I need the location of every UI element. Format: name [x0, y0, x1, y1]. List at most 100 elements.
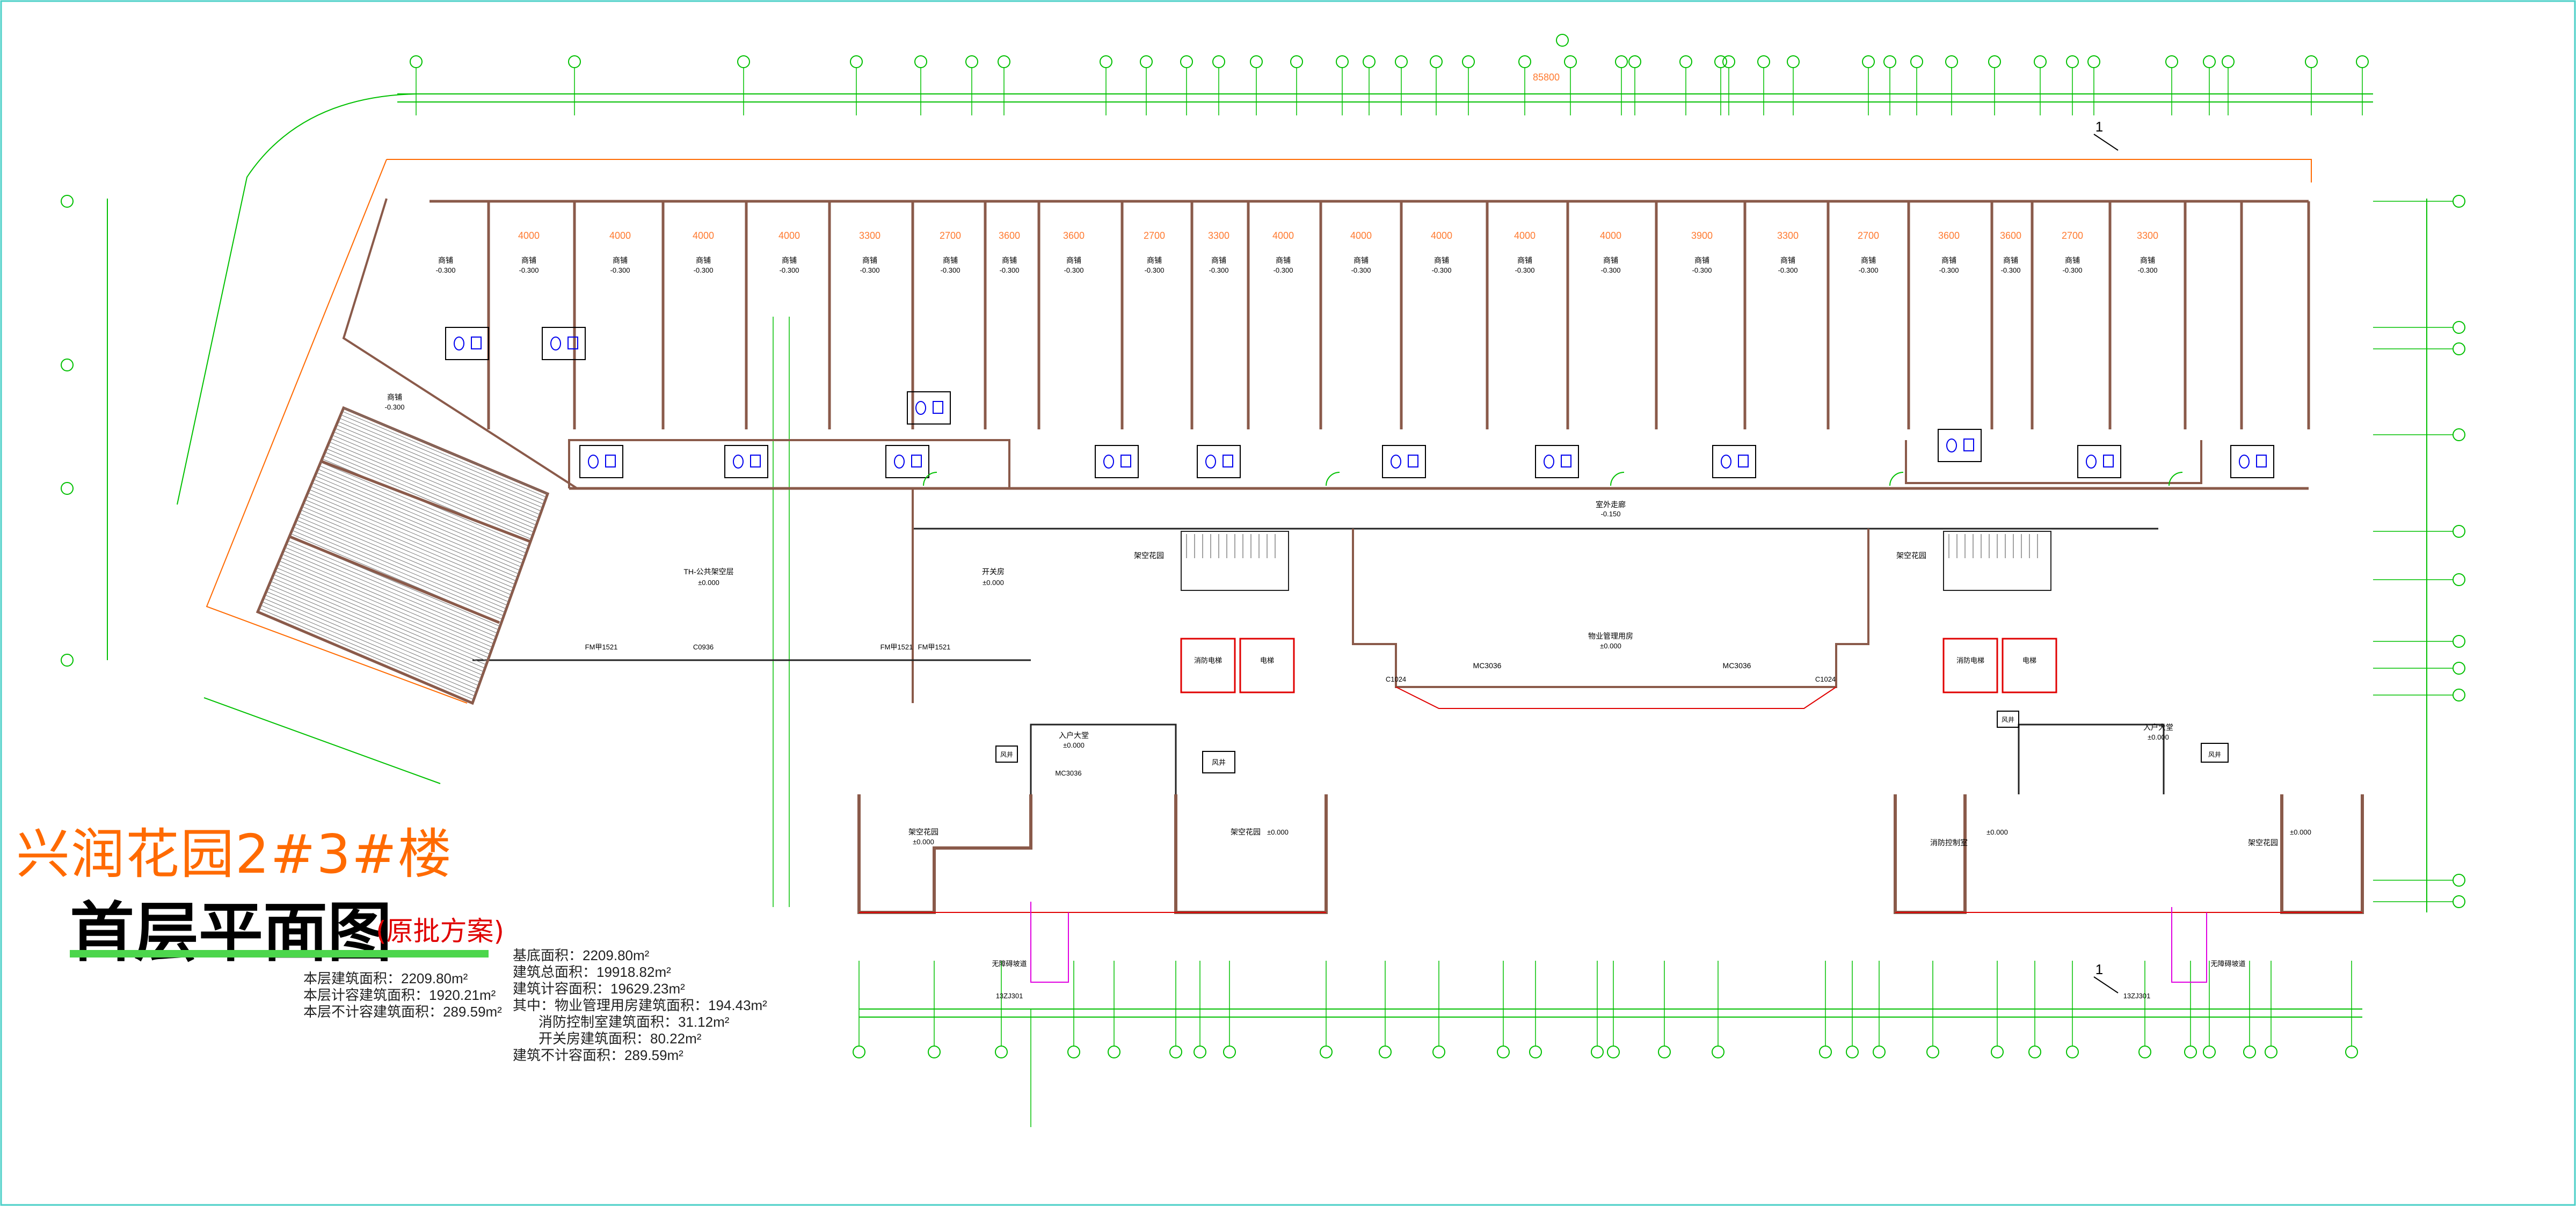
shop-level: -0.300	[1859, 266, 1879, 274]
shop-name: 商铺	[1066, 256, 1081, 265]
shop-level: -0.300	[1274, 266, 1293, 274]
axis-bubble-bottom	[2203, 1046, 2216, 1058]
fire-elevator-box	[1942, 638, 1998, 693]
axis-bubble-top	[1679, 55, 1692, 68]
door-mc3036-right: MC3036	[1723, 661, 1751, 670]
window-c0936: C0936	[693, 643, 714, 651]
axis-bubble-top	[2222, 55, 2235, 68]
fire-elevator-box	[1180, 638, 1236, 693]
hatch-stroke	[338, 421, 543, 508]
shop-name: 商铺	[862, 256, 877, 265]
shop-level: -0.300	[2001, 266, 2021, 274]
axis-bubble-left	[61, 654, 74, 667]
shop-rear-stepped	[568, 439, 1010, 488]
shop-level: -0.300	[610, 266, 630, 274]
axis-bubble-top	[914, 55, 927, 68]
axis-bubble-bottom	[995, 1046, 1008, 1058]
left-hall-name: TH-公共架空层	[683, 567, 733, 576]
axis-bubble-bottom	[2138, 1046, 2151, 1058]
switch-room-level: ±0.000	[983, 579, 1004, 587]
slant-shop-level: -0.300	[385, 403, 405, 411]
axis-bubble-top	[1290, 55, 1303, 68]
sink-fixture	[2103, 455, 2114, 467]
right-lobby-left	[1894, 794, 1967, 914]
shop-level: -0.300	[1692, 266, 1712, 274]
shop-name: 商铺	[1354, 256, 1369, 265]
sink-fixture	[2256, 455, 2267, 467]
axis-bubble-top	[1910, 55, 1923, 68]
hatch-stroke	[276, 567, 489, 658]
hatch-stroke	[283, 550, 496, 641]
axis-bubble-top	[1615, 55, 1628, 68]
plan-title: 首层平面图	[70, 896, 392, 970]
hatch-stroke	[270, 581, 484, 672]
elevator-box	[2002, 638, 2057, 693]
left-balcony-level: ±0.000	[913, 838, 934, 846]
axis-bubble-top	[1564, 55, 1577, 68]
axis-bubble-bottom	[928, 1046, 941, 1058]
hatch-stroke	[299, 513, 509, 602]
axis-bubble-bottom	[1926, 1046, 1939, 1058]
axis-bubble-top	[1862, 55, 1875, 68]
title-underline	[70, 950, 489, 958]
hatch-stroke	[260, 604, 475, 697]
sink-fixture	[1222, 455, 1233, 467]
axis-bubble-top	[1628, 55, 1641, 68]
fire-elevator-label: 消防电梯	[1956, 656, 1984, 664]
shop-name: 商铺	[521, 256, 536, 265]
shop-width-dim: 2700	[940, 230, 961, 241]
hatch-stroke	[310, 486, 519, 574]
door-swing	[1889, 472, 1904, 486]
shop-width-dim: 2700	[1144, 230, 1165, 241]
toilet-fixture	[894, 455, 905, 469]
toilet-fixture	[2086, 455, 2097, 469]
axis-bubble-bottom	[1067, 1046, 1080, 1058]
shop-width-dim: 3600	[1063, 230, 1085, 241]
axis-bubble-bottom	[1819, 1046, 1832, 1058]
shop-name: 商铺	[2065, 256, 2080, 265]
diagonal-dim-arc	[177, 93, 417, 505]
axis-bubble-top	[1395, 55, 1408, 68]
axis-bubble-bottom	[2184, 1046, 2197, 1058]
hatch-stroke	[265, 594, 479, 686]
hatch-stroke	[333, 431, 539, 518]
toilet-room	[542, 327, 586, 360]
hatch-stroke	[321, 462, 528, 550]
stat-floor-area: 本层建筑面积：2209.80m²	[303, 970, 468, 986]
floor-area-stats: 本层建筑面积：2209.80m² 本层计容建筑面积：1920.21m² 本层不计…	[303, 970, 502, 1020]
shop-name: 商铺	[2003, 256, 2018, 265]
hatch-stroke	[274, 571, 488, 662]
shop-width-dim: 3300	[2137, 230, 2158, 241]
axis-bubble-top	[568, 55, 581, 68]
sink-fixture	[933, 401, 943, 414]
corridor-level: -0.150	[1601, 510, 1621, 518]
hatch-stroke	[326, 448, 533, 536]
hatch-stroke	[304, 499, 514, 588]
top-total-dim: 85800	[1533, 72, 1560, 83]
shop-level: -0.300	[1209, 266, 1229, 274]
left-lobby-entrance	[1030, 723, 1177, 794]
shop-width-dim: 3900	[1691, 230, 1713, 241]
toilet-fixture	[1103, 455, 1114, 469]
axis-bubble-top	[1988, 55, 2001, 68]
axis-bubble-bottom	[1108, 1046, 1120, 1058]
stair-core	[1943, 531, 2051, 591]
project-title: 兴润花园2#3#楼	[16, 823, 453, 886]
toilet-room	[1938, 429, 1982, 462]
toilet-fixture	[1544, 455, 1554, 469]
left-lobby-name: 入户大堂	[1059, 731, 1089, 740]
toilet-fixture	[1946, 438, 1957, 452]
axis-bubble-bottom	[1607, 1046, 1620, 1058]
hatch-stroke	[330, 438, 537, 525]
hatch-stroke	[303, 502, 513, 592]
sink-fixture	[567, 337, 578, 349]
stat-base-area: 基底面积：2209.80m²	[513, 947, 650, 963]
building-area-stats: 基底面积：2209.80m² 建筑总面积：19918.82m² 建筑计容面积：1…	[513, 947, 767, 1064]
door-fm-2: FM甲1521	[881, 643, 913, 651]
sink-fixture	[1408, 455, 1418, 467]
axis-bubble-top	[2356, 55, 2369, 68]
hatch-stroke	[261, 601, 477, 693]
toilet-fixture	[2239, 455, 2250, 469]
property-room-level: ±0.000	[1600, 642, 1621, 650]
